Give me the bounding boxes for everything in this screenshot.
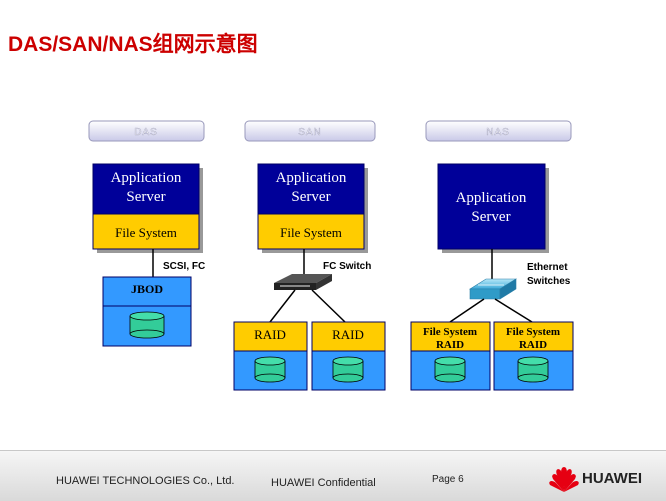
disk-icon (332, 356, 364, 383)
huawei-brand-text: HUAWEI (582, 470, 642, 487)
raid-label: RAID (436, 339, 464, 351)
raid-label: RAID (254, 327, 286, 342)
footer-page-number: Page 6 (432, 474, 464, 485)
nas-label: NAS (486, 127, 510, 138)
nas-storage1-link-line (449, 298, 485, 323)
huawei-logo-icon (549, 467, 579, 492)
das-jbod-storage: JBOD (102, 276, 192, 347)
disk-icon (434, 356, 466, 383)
das-app-server-line2: Server (126, 189, 165, 205)
das-file-system: File System (115, 225, 177, 240)
footer-company: HUAWEI TECHNOLOGIES Co., Ltd. (56, 475, 235, 487)
storage-network-diagram: DAS SAN NAS Application Server File Syst… (88, 120, 574, 391)
san-application-server: Application Server File System (257, 163, 368, 253)
jbod-label: JBOD (131, 282, 163, 296)
nas-application-server: Application Server (437, 163, 549, 253)
nas-app-server-line1: Application (456, 190, 527, 206)
das-app-server-line1: Application (111, 170, 182, 186)
file-system-label: File System (423, 326, 477, 338)
raid-label: RAID (519, 339, 547, 351)
san-raid-storage-2: RAID (311, 321, 386, 391)
san-file-system: File System (280, 225, 342, 240)
nas-storage-1: File System RAID (410, 321, 491, 391)
das-link-label: SCSI, FC (163, 261, 205, 272)
raid-label: RAID (332, 327, 364, 342)
fc-switch-label: FC Switch (323, 261, 371, 272)
san-section-tab: SAN (244, 120, 376, 142)
fc-switch-icon (274, 274, 332, 290)
das-label: DAS (134, 127, 158, 138)
disk-icon (129, 311, 165, 339)
ethernet-switch-icon (468, 278, 518, 300)
nas-app-server-line2: Server (471, 209, 510, 225)
das-application-server: Application Server File System (92, 163, 203, 253)
disk-icon (254, 356, 286, 383)
file-system-label: File System (506, 326, 560, 338)
page-title: DAS/SAN/NAS组网示意图 (8, 33, 258, 56)
das-section-tab: DAS (88, 120, 205, 142)
san-label: SAN (298, 127, 322, 138)
nas-storage2-link-line (494, 298, 533, 323)
san-raid1-link-line (269, 289, 296, 323)
nas-storage-2: File System RAID (493, 321, 574, 391)
san-app-server-line1: Application (276, 170, 347, 186)
footer-confidential: HUAWEI Confidential (271, 477, 376, 489)
nas-section-tab: NAS (425, 120, 572, 142)
san-raid-storage-1: RAID (233, 321, 308, 391)
san-app-server-line2: Server (291, 189, 330, 205)
ethernet-switch-label-line2: Switches (527, 276, 571, 287)
san-raid2-link-line (311, 289, 346, 323)
ethernet-switch-label-line1: Ethernet (527, 262, 568, 273)
disk-icon (517, 356, 549, 383)
